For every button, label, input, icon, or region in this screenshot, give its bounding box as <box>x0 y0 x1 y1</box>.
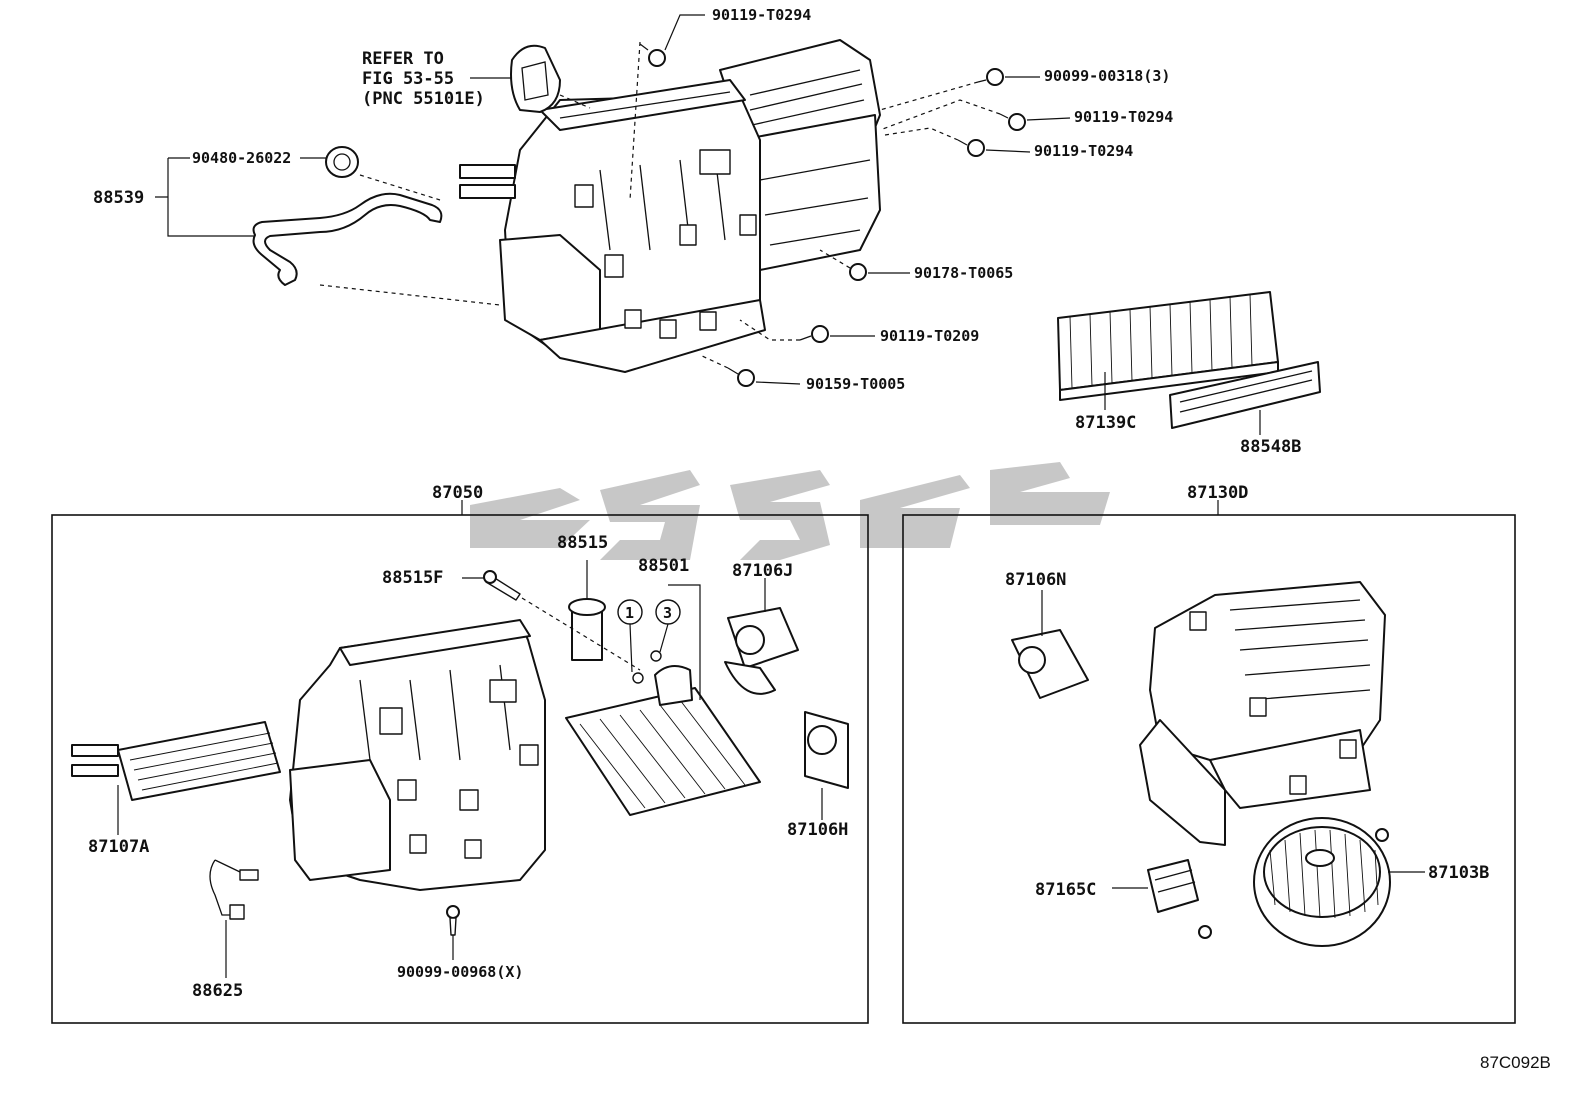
evaporator <box>565 584 761 816</box>
screw-blower <box>1198 828 1389 939</box>
label-servo-n: 87106N <box>1005 570 1066 590</box>
drain-hose <box>252 192 443 286</box>
blower-case <box>1139 581 1386 846</box>
label-group-87050: 87050 <box>432 483 483 503</box>
label-screw-968: 90099-00968(X) <box>397 963 523 981</box>
servo-motor-n <box>1011 590 1089 699</box>
label-screw-318: 90099-00318(3) <box>1044 67 1170 85</box>
label-group-87130D: 87130D <box>1187 483 1248 503</box>
watermark-logo <box>470 462 1110 560</box>
label-filter-cover: 88548B <box>1240 437 1301 457</box>
label-bolt-right-2: 90119-T0294 <box>1034 142 1133 160</box>
label-blower-motor: 87103B <box>1428 863 1489 883</box>
temperature-sensor <box>209 859 259 978</box>
label-hose: 88539 <box>93 188 144 208</box>
label-nut: 90178-T0065 <box>914 264 1013 282</box>
expansion-valve <box>568 560 606 661</box>
leader-lines-top <box>155 14 1071 385</box>
refer-note-line-3: (PNC 55101E) <box>362 89 485 109</box>
ac-unit-top <box>459 39 881 373</box>
blower-resistor <box>1112 859 1199 913</box>
bolt-icon <box>639 43 1026 387</box>
servo-motor-j <box>724 578 799 695</box>
label-valve: 88515 <box>557 533 608 553</box>
label-group: REFER TO FIG 53-55 (PNC 55101E) 90119-T0… <box>88 6 1551 1072</box>
group-box-unit <box>51 514 869 1024</box>
label-bolt-top: 90119-T0294 <box>712 6 811 24</box>
blower-motor <box>1253 817 1425 947</box>
screw-968 <box>446 905 460 960</box>
grommet-part <box>325 146 359 178</box>
label-servo-h: 87106H <box>787 820 848 840</box>
refer-note-line-2: FIG 53-55 <box>362 69 454 89</box>
label-bolt-right-1: 90119-T0294 <box>1074 108 1173 126</box>
label-evaporator: 88501 <box>638 556 689 576</box>
label-heater-core: 87107A <box>88 837 149 857</box>
ac-case-left <box>289 619 546 891</box>
label-callout-3: 3 <box>663 604 672 622</box>
label-valve-bolt: 88515F <box>382 568 443 588</box>
heater-core <box>71 721 281 835</box>
servo-motor-h <box>804 711 849 820</box>
label-grommet: 90480-26022 <box>192 149 291 167</box>
diagram-code: 87C092B <box>1480 1053 1551 1072</box>
refer-note-line-1: REFER TO <box>362 49 444 69</box>
gasket-part <box>510 44 561 113</box>
filter-cover <box>1169 361 1321 435</box>
label-callout-1: 1 <box>625 604 634 622</box>
label-bolt-159: 90159-T0005 <box>806 375 905 393</box>
label-resistor: 87165C <box>1035 880 1096 900</box>
callout-markers <box>617 599 681 684</box>
label-filter: 87139C <box>1075 413 1136 433</box>
label-sensor: 88625 <box>192 981 243 1001</box>
dashed-connectors-top <box>319 41 1001 369</box>
group-box-blower <box>902 514 1516 1024</box>
label-bolt-209: 90119-T0209 <box>880 327 979 345</box>
valve-bolt <box>462 570 641 671</box>
label-servo-j: 87106J <box>732 561 793 581</box>
